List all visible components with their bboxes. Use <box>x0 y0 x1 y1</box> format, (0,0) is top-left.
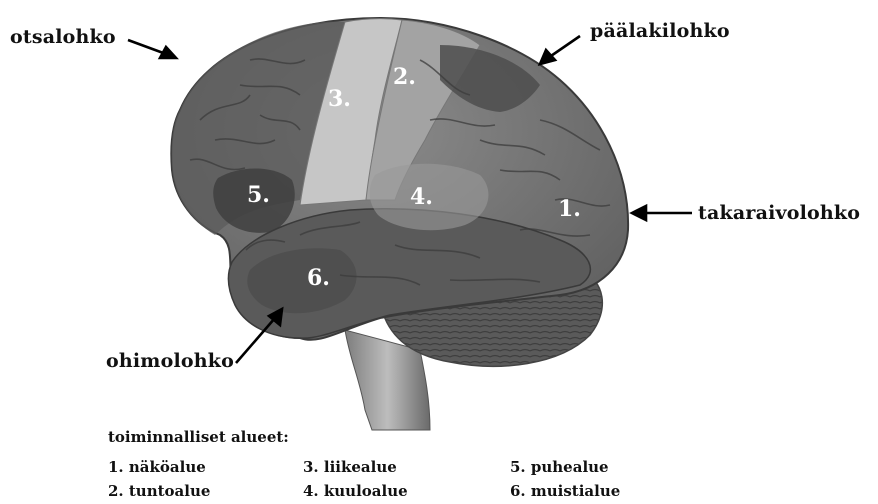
legend-item-6: 6. muistialue <box>510 482 620 500</box>
legend-item-4: 4. kuuloalue <box>303 482 408 500</box>
arrow-parietal <box>548 36 580 58</box>
arrow-frontal <box>128 40 166 54</box>
label-parietal-lobe: päälakilohko <box>590 20 730 42</box>
region-number-2: 2. <box>393 64 416 90</box>
legend-title: toiminnalliset alueet: <box>108 428 289 446</box>
label-temporal-lobe: ohimolohko <box>106 350 234 372</box>
legend-item-2: 2. tuntoalue <box>108 482 210 500</box>
region-number-6: 6. <box>307 265 330 291</box>
region-number-5: 5. <box>247 182 270 208</box>
region-number-4: 4. <box>410 184 433 210</box>
region-number-1: 1. <box>558 196 581 222</box>
legend-item-5: 5. puhealue <box>510 458 609 476</box>
legend-item-3: 3. liikealue <box>303 458 397 476</box>
label-frontal-lobe: otsalohko <box>10 26 116 48</box>
region-number-3: 3. <box>328 86 351 112</box>
label-occipital-lobe: takaraivolohko <box>698 202 860 224</box>
legend-item-1: 1. näköalue <box>108 458 206 476</box>
